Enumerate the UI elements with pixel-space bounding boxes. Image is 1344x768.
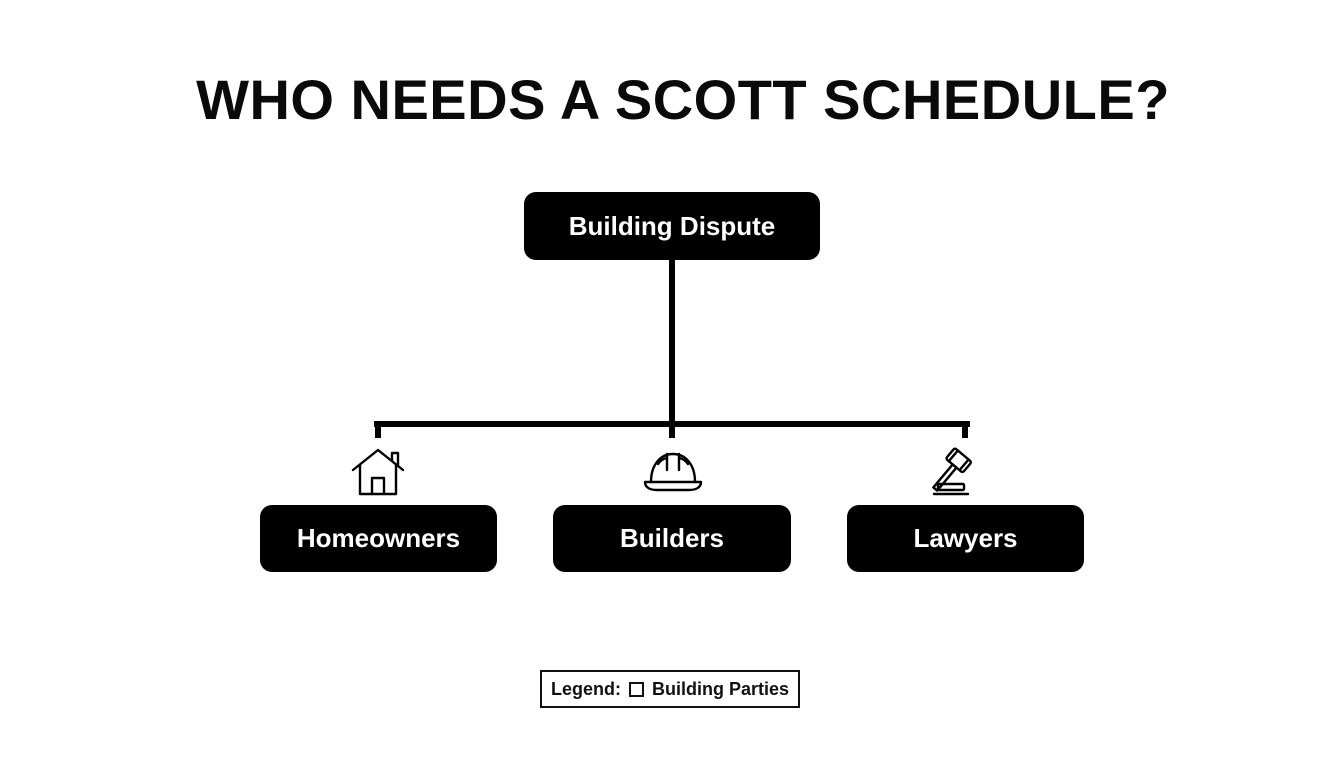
gavel-icon [932,447,973,496]
party-node-lawyers: Lawyers [847,505,1084,572]
hard-hat-icon [643,452,703,492]
house-icon [351,448,405,496]
legend-title: Legend: [550,678,621,699]
legend: Legend: Building Parties [540,670,800,708]
party-node-builders: Builders [553,505,791,572]
root-node-building-dispute: Building Dispute [524,192,820,260]
legend-swatch-icon [628,681,644,697]
party-node-homeowners: Homeowners [260,505,497,572]
legend-item-label: Building Parties [651,678,790,699]
diagram-title: WHO NEEDS A SCOTT SCHEDULE? [196,68,1170,131]
